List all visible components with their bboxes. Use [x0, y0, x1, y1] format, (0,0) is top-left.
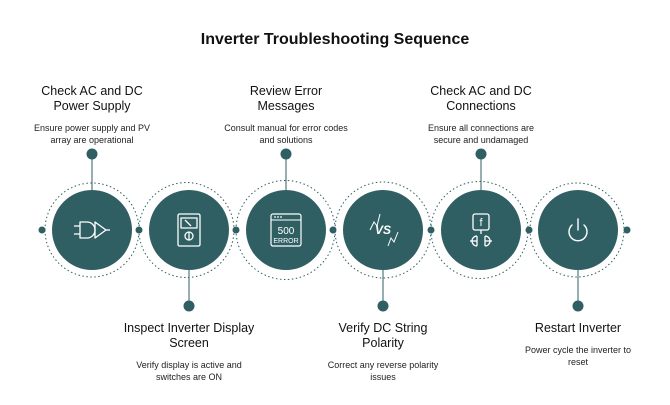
- row-dot-2: [232, 226, 240, 234]
- arc-6-bottom: [529, 229, 625, 278]
- step-3-title-line1: Review Error: [249, 84, 323, 98]
- connector-arcs: [44, 180, 625, 280]
- stem-dot-2: [183, 300, 195, 312]
- step-3-desc-line1: Consult manual for error codes: [224, 123, 348, 133]
- power-icon: [568, 218, 588, 242]
- stem-dot-5: [475, 148, 487, 160]
- step-1-title-line1: Check AC and DC: [41, 84, 143, 98]
- error-500-icon: 500 ERROR: [270, 213, 302, 247]
- arc-6-top: [529, 182, 625, 231]
- step-4-desc-line2: issues: [370, 371, 396, 382]
- stem-dot-4: [377, 300, 389, 312]
- step-3-label: Review Error Messages Consult manual for…: [216, 84, 356, 146]
- arc-1-top: [44, 182, 140, 231]
- arc-5-bottom: [430, 229, 529, 279]
- arc-5-top: [430, 181, 529, 231]
- arc-4-bottom: [334, 229, 432, 279]
- step-1-desc-line2: array are operational: [50, 134, 134, 145]
- row-dots: [38, 226, 631, 234]
- step-node-4: [343, 190, 423, 270]
- row-dot-5: [525, 226, 533, 234]
- arc-3-top: [235, 180, 336, 231]
- step-3-title-line2: Messages: [257, 99, 315, 113]
- step-6-desc-line1: Power cycle the inverter to: [524, 345, 632, 355]
- row-dot-3: [329, 226, 337, 234]
- arc-3-bottom: [235, 229, 336, 280]
- arc-1-bottom: [44, 229, 140, 278]
- arc-4-top: [334, 181, 432, 231]
- step-5-desc-line1: Ensure all connections are: [427, 123, 535, 133]
- arc-2-bottom: [138, 229, 235, 278]
- step-6-label: Restart Inverter Power cycle the inverte…: [508, 321, 648, 368]
- stem-dot-1: [86, 148, 98, 160]
- diagram-title: Inverter Troubleshooting Sequence: [200, 31, 470, 48]
- stems: [91, 154, 579, 306]
- step-3-desc-line2: and solutions: [259, 134, 313, 145]
- step-node-1: [52, 190, 132, 270]
- step-6-title-line1: Restart Inverter: [534, 321, 622, 335]
- polarity-vs-icon: VS: [369, 213, 399, 247]
- plug-connection-icon: f: [470, 213, 492, 247]
- logic-gate-icon: [74, 221, 110, 239]
- step-2-desc-line2: switches are ON: [155, 371, 223, 382]
- step-1-label: Check AC and DC Power Supply Ensure powe…: [22, 84, 162, 146]
- step-2-desc-line1: Verify display is active and: [136, 360, 242, 370]
- stem-dots: [86, 148, 584, 312]
- error-500-code: 500: [278, 226, 295, 237]
- step-5-label: Check AC and DC Connections Ensure all c…: [411, 84, 551, 146]
- step-6-desc-line2: reset: [567, 356, 588, 367]
- step-2-label: Inspect Inverter Display Screen Verify d…: [119, 321, 259, 383]
- row-dot-right: [623, 226, 631, 234]
- step-5-desc-line2: secure and undamaged: [433, 134, 529, 145]
- step-4-label: Verify DC String Polarity Correct any re…: [313, 321, 453, 383]
- row-dot-left: [38, 226, 46, 234]
- step-1-title-line2: Power Supply: [53, 99, 131, 113]
- step-1-desc-line1: Ensure power supply and PV: [33, 123, 151, 133]
- step-5-title-line1: Check AC and DC: [430, 84, 532, 98]
- step-node-3: [246, 190, 326, 270]
- step-5-title-line2: Connections: [446, 99, 516, 113]
- stem-dot-6: [572, 300, 584, 312]
- step-2-title-line1: Inspect Inverter Display: [123, 321, 255, 335]
- arc-2-top: [138, 182, 235, 231]
- meter-display-icon: [177, 213, 201, 247]
- plug-connection-letter: f: [479, 217, 483, 229]
- step-4-desc-line1: Correct any reverse polarity: [327, 360, 439, 370]
- polarity-vs-text: VS: [375, 223, 391, 237]
- stem-dot-3: [280, 148, 292, 160]
- step-node-2: [149, 190, 229, 270]
- step-4-title-line1: Verify DC String: [338, 321, 428, 335]
- error-500-word: ERROR: [273, 238, 298, 245]
- step-2-title-line2: Screen: [169, 336, 209, 350]
- row-dot-1: [135, 226, 143, 234]
- row-dot-4: [427, 226, 435, 234]
- step-4-title-line2: Polarity: [362, 336, 404, 350]
